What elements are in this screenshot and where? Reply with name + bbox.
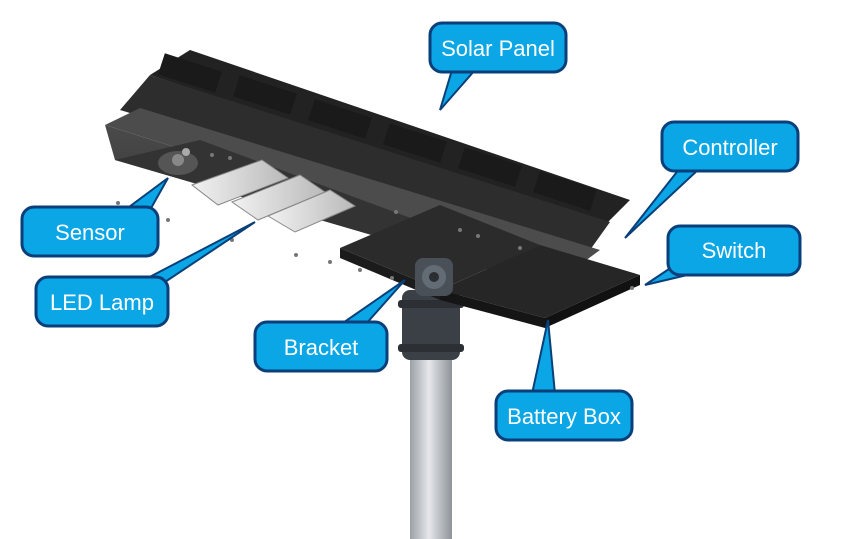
label-sensor: Sensor xyxy=(55,220,125,245)
callout-controller: Controller xyxy=(624,120,800,239)
callout-led-lamp: LED Lamp xyxy=(34,221,256,328)
battery-box-and-controller xyxy=(340,205,640,328)
label-battery-box: Battery Box xyxy=(507,404,621,429)
label-bracket: Bracket xyxy=(284,335,359,360)
callout-sensor: Sensor xyxy=(20,177,169,258)
callout-solar-panel: Solar Panel xyxy=(428,21,568,111)
callout-bracket: Bracket xyxy=(253,279,406,373)
screws xyxy=(116,153,634,290)
label-led-lamp: LED Lamp xyxy=(50,290,154,315)
solar-panel xyxy=(120,50,630,250)
led-modules xyxy=(190,159,357,233)
callout-switch: Switch xyxy=(644,224,802,286)
callout-battery-box: Battery Box xyxy=(494,319,634,442)
sensor-unit xyxy=(158,148,198,175)
label-switch: Switch xyxy=(702,238,767,263)
bracket-joint xyxy=(415,258,453,296)
label-controller: Controller xyxy=(682,135,777,160)
label-solar-panel: Solar Panel xyxy=(441,36,555,61)
pole xyxy=(398,290,464,539)
